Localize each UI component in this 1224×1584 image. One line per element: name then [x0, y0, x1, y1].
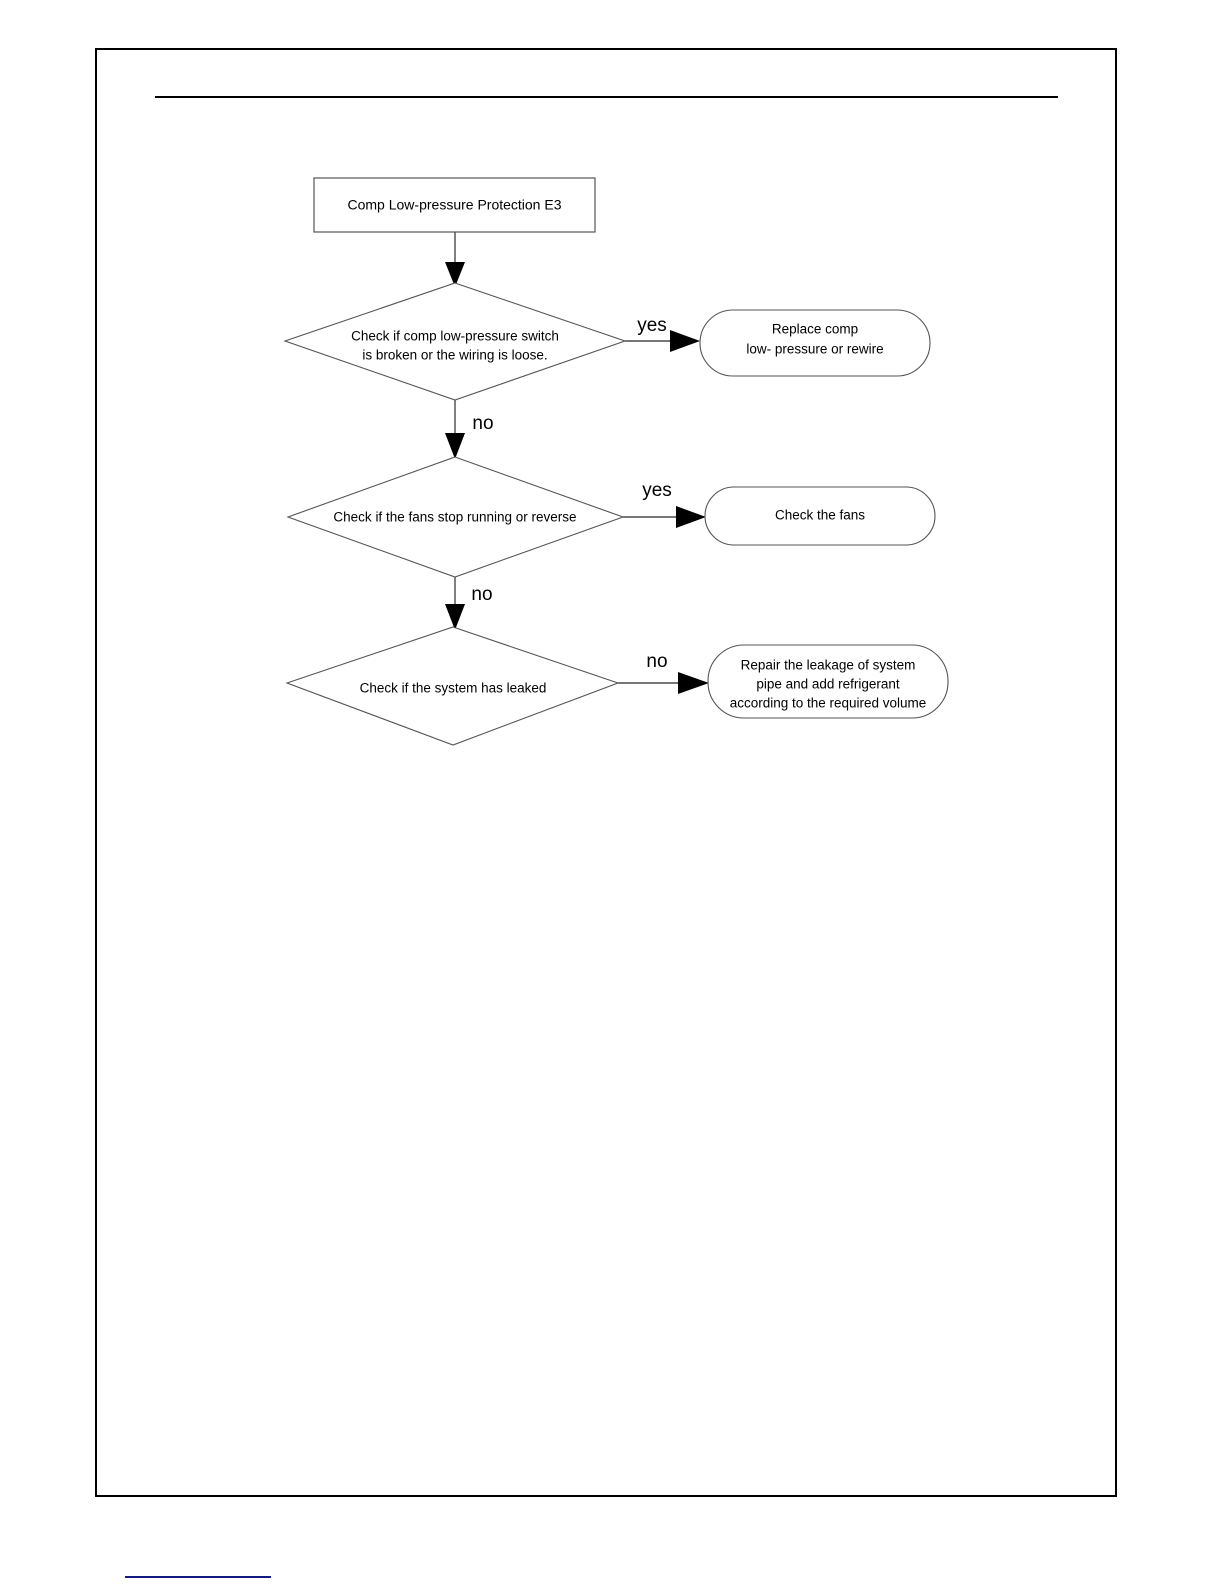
node-action-repair-leakage[interactable]: Repair the leakage of system pipe and ad… — [707, 644, 949, 719]
node-decision2-label-line1: Check if the fans stop running or revers… — [333, 510, 576, 525]
node-action3-label-line1: Repair the leakage of system — [741, 658, 916, 673]
node-action3-label-line3: according to the required volume — [730, 696, 927, 711]
node-start[interactable]: Comp Low-pressure Protection E3 — [313, 177, 596, 233]
edge-label-no-1: no — [472, 413, 493, 434]
node-decision-fans[interactable]: Check if the fans stop running or revers… — [286, 456, 625, 578]
node-decision1-label-line2: is broken or the wiring is loose. — [362, 348, 547, 363]
node-decision-system-leak[interactable]: Check if the system has leaked — [285, 626, 620, 746]
node-start-label: Comp Low-pressure Protection E3 — [348, 197, 562, 213]
edge-label-no-2: no — [471, 584, 492, 605]
page-border — [95, 48, 1117, 1497]
edge-decision1-to-action1 — [625, 330, 700, 352]
header-rule — [155, 96, 1058, 98]
edge-decision1-to-decision2 — [445, 400, 465, 459]
edge-label-yes-2: yes — [642, 480, 672, 501]
edge-decision2-to-decision3 — [445, 577, 465, 630]
node-decision3-label-line1: Check if the system has leaked — [360, 681, 547, 696]
node-action2-label-line1: Check the fans — [775, 508, 865, 523]
edge-decision3-to-action3 — [618, 672, 709, 694]
node-decision-low-pressure-switch[interactable]: Check if comp low-pressure switch is bro… — [283, 282, 627, 401]
edge-label-yes-1: yes — [637, 315, 667, 336]
node-action-replace-comp[interactable]: Replace comp low- pressure or rewire — [699, 309, 931, 377]
node-action-check-fans[interactable]: Check the fans — [704, 486, 936, 546]
edge-label-no-3: no — [646, 651, 667, 672]
edge-start-to-decision1 — [445, 232, 465, 287]
node-action1-label-line2: low- pressure or rewire — [746, 342, 883, 357]
node-action1-label-line1: Replace comp — [772, 322, 858, 337]
footer-rule — [125, 1576, 271, 1578]
edge-decision2-to-action2 — [623, 506, 706, 528]
node-decision1-label-line1: Check if comp low-pressure switch — [351, 329, 559, 344]
node-action3-label-line2: pipe and add refrigerant — [756, 677, 900, 692]
